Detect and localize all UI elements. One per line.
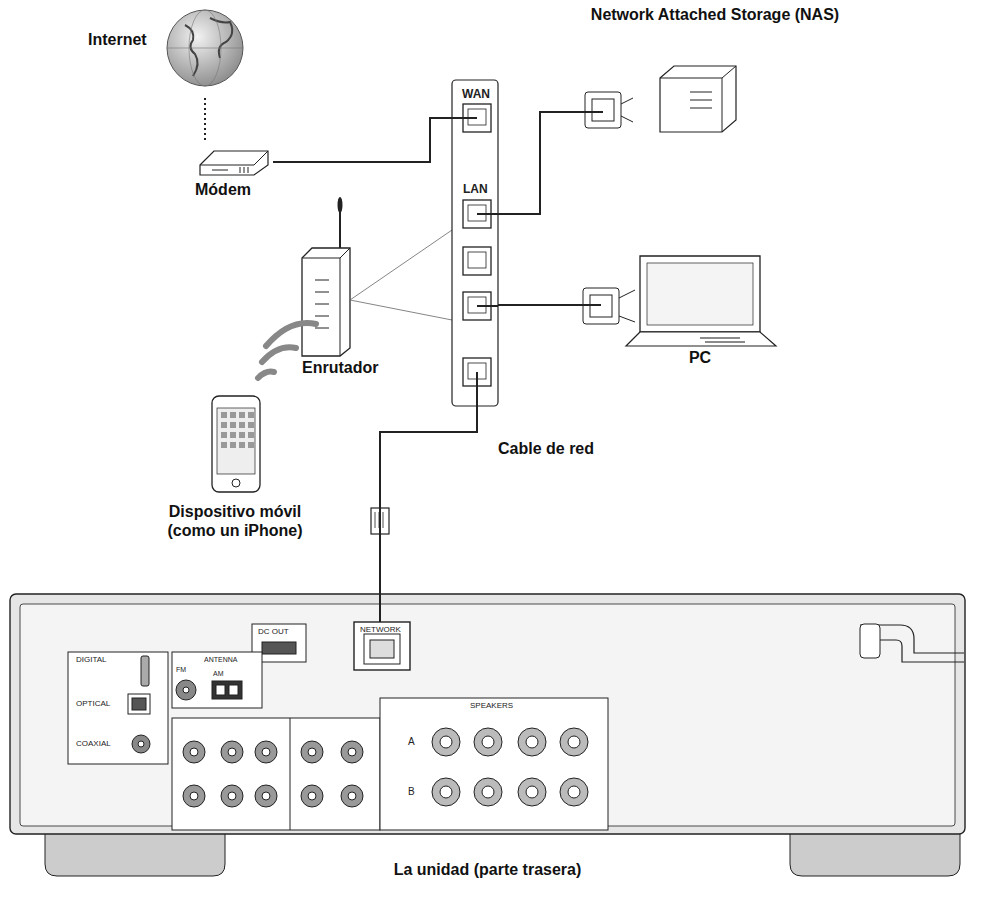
network-cable <box>498 112 580 214</box>
device-node: Enrutador <box>452 80 498 406</box>
phone-icon <box>212 323 316 492</box>
panel-label: SPEAKERS <box>470 702 513 710</box>
network-cable <box>380 406 477 592</box>
device-label: Enrutador <box>302 358 412 377</box>
device-node: Dispositivo móvil (como un iPhone) <box>150 392 320 552</box>
port-label: LAN <box>463 183 488 195</box>
network-cable <box>273 118 452 162</box>
device-node: Internet <box>88 8 253 98</box>
device-node: Network Attached Storage (NAS) <box>580 5 850 133</box>
router-icon <box>302 197 452 356</box>
device-node: PC <box>580 250 820 368</box>
panel-label: DIGITAL <box>76 656 107 664</box>
laptop-icon <box>580 256 776 346</box>
panel-label: FM <box>176 666 186 673</box>
device-label: Network Attached Storage (NAS) <box>580 5 850 24</box>
panel-label: AM <box>213 670 224 677</box>
modem-icon <box>200 151 268 175</box>
cable-label: Cable de red <box>496 440 596 458</box>
network-cable <box>498 304 580 306</box>
panel-label: COAXIAL <box>76 740 111 748</box>
internet-link <box>204 98 206 140</box>
panel-label: A <box>408 737 415 747</box>
device-label: La unidad (parte trasera) <box>10 860 965 879</box>
port-label: WAN <box>462 88 490 100</box>
unit-rear-panel <box>10 592 965 876</box>
device-node: Módem <box>195 140 273 202</box>
rca-jacks <box>183 741 363 807</box>
device-label: PC <box>680 348 720 367</box>
device-label: Dispositivo móvil (como un iPhone) <box>150 502 320 540</box>
speaker-terminals <box>432 728 588 806</box>
router-port-panel <box>452 80 498 406</box>
nas-icon <box>580 66 736 132</box>
panel-label: B <box>408 787 415 797</box>
device-node: La unidad (parte trasera) <box>10 592 965 892</box>
panel-label: OPTICAL <box>76 700 110 708</box>
device-label: Módem <box>195 180 273 199</box>
panel-label: DC OUT <box>258 628 289 636</box>
panel-label: NETWORK <box>360 626 401 634</box>
device-label: Internet <box>88 30 168 49</box>
globe <box>167 10 243 86</box>
panel-label: ANTENNA <box>204 656 237 663</box>
